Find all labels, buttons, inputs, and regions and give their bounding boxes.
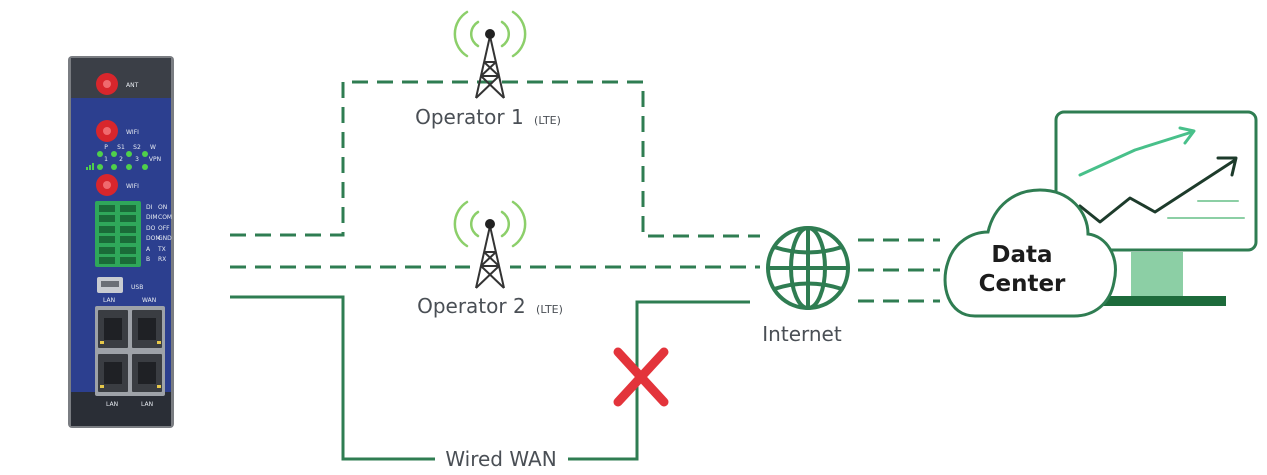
antenna-wifi2-icon	[96, 174, 118, 196]
operator1-tech: (LTE)	[534, 114, 561, 127]
router-device: ANT WIFI WIFI P S1 S2 W 1 2 3 VPN	[68, 56, 174, 428]
led-icon	[142, 164, 148, 170]
datacenter-line1: Data	[991, 242, 1052, 268]
io-label: OFF	[158, 225, 170, 232]
led-icon	[111, 151, 117, 157]
wired-wan-label: Wired WAN	[445, 447, 556, 471]
router-label-lan-bottom-right: LAN	[141, 401, 153, 408]
wired-wan-link-left	[230, 295, 435, 461]
router-label-lan-top: LAN	[103, 297, 115, 304]
monitor-stand	[1131, 252, 1183, 298]
io-label: RX	[158, 256, 166, 263]
led-label: S2	[133, 144, 141, 151]
io-label: ON	[158, 204, 167, 211]
led-icon	[111, 164, 117, 170]
io-label: DI	[146, 204, 153, 211]
internet-label: Internet	[762, 322, 842, 346]
router-label-lan-bottom-left: LAN	[106, 401, 118, 408]
cell-tower-icon	[453, 200, 527, 289]
cloud-monitor-icon	[943, 110, 1258, 318]
router-label-wan-top: WAN	[142, 297, 156, 304]
io-label: DIM	[146, 214, 158, 221]
led-label: P	[104, 144, 108, 151]
io-label: A	[146, 246, 151, 253]
operator1-name: Operator 1	[415, 105, 524, 129]
svg-text:Operator 2 (LTE): Operator 2 (LTE)	[417, 294, 563, 318]
monitor-base	[1085, 296, 1226, 306]
ethernet-ports	[95, 306, 165, 396]
io-terminal-block: DI DIM DO DOM A B ON COM OFF GND TX RX	[95, 201, 172, 267]
globe-icon	[766, 226, 850, 310]
antenna-wifi1-icon	[96, 120, 118, 142]
io-label: B	[146, 256, 150, 263]
led-label: VPN	[149, 156, 161, 163]
antenna-ant-icon	[96, 73, 118, 95]
led-icon	[126, 151, 132, 157]
operator2-tower: Operator 2 (LTE)	[417, 200, 563, 318]
io-label: DOM	[146, 235, 161, 242]
led-label: 3	[135, 156, 139, 163]
led-label: S1	[117, 144, 125, 151]
led-label: 1	[104, 156, 108, 163]
operator1-tower: Operator 1 (LTE)	[415, 10, 561, 129]
led-icon	[97, 151, 103, 157]
signal-bars-icon	[86, 163, 94, 170]
io-label: DO	[146, 225, 156, 232]
connection-lines	[230, 80, 940, 461]
cell-tower-icon	[453, 10, 527, 99]
io-label: GND	[158, 235, 172, 242]
router-top-panel	[71, 58, 171, 98]
datacenter-line2: Center	[979, 271, 1066, 297]
led-label: W	[150, 144, 156, 151]
router-label-wifi1: WIFI	[126, 129, 139, 136]
wired-wan-link-right	[568, 300, 750, 461]
router-bottom-panel	[71, 392, 171, 426]
led-label: 2	[119, 156, 123, 163]
cloud-shape	[943, 188, 1117, 318]
led-icon	[126, 164, 132, 170]
led-row-2: 1 2 3 VPN	[86, 156, 161, 170]
operator2-tech: (LTE)	[536, 303, 563, 316]
led-row-1: P S1 S2 W	[97, 144, 156, 157]
operator2-name: Operator 2	[417, 294, 526, 318]
io-label: TX	[157, 246, 166, 253]
led-icon	[97, 164, 103, 170]
usb-port-icon	[97, 277, 123, 293]
io-label: COM	[158, 214, 172, 221]
cross-icon	[613, 347, 669, 407]
router-label-wifi2: WIFI	[126, 183, 139, 190]
router-label-usb: USB	[131, 284, 143, 291]
led-icon	[142, 151, 148, 157]
trend-arrows-icon	[1078, 126, 1245, 224]
router-label-ant: ANT	[126, 82, 139, 89]
svg-text:Operator 1 (LTE): Operator 1 (LTE)	[415, 105, 561, 129]
